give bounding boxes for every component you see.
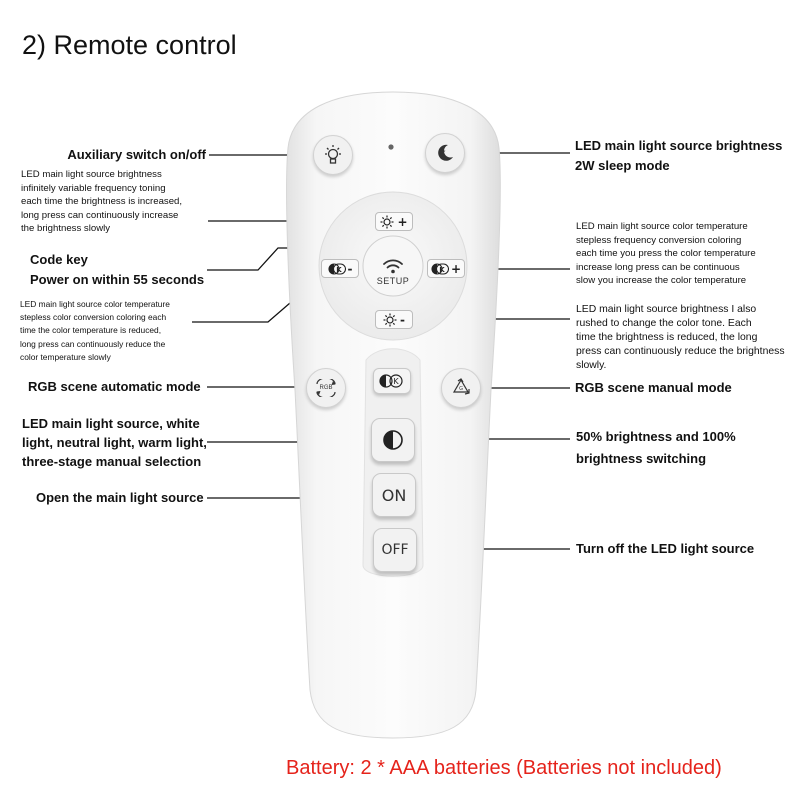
white-light-select-button[interactable]: K: [373, 368, 411, 394]
svg-text:K: K: [336, 266, 342, 274]
setup-label: SETUP: [376, 276, 410, 286]
label-half-full: 50% brightness and 100% brightness switc…: [576, 429, 736, 466]
battery-note: Battery: 2 * AAA batteries (Batteries no…: [286, 757, 722, 779]
minus-sign: -: [347, 261, 353, 276]
on-button[interactable]: ON: [372, 473, 416, 517]
on-label: ON: [381, 485, 407, 505]
half-full-brightness-button[interactable]: [371, 418, 415, 462]
label-rgb-manual: RGB scene manual mode: [575, 380, 732, 395]
label-open-main: Open the main light source: [36, 490, 204, 505]
brightness-down-button[interactable]: -: [375, 310, 413, 329]
minus-sign: -: [400, 312, 405, 327]
rgb-auto-button[interactable]: RGB: [306, 368, 346, 408]
label-brightness-down: LED main light source brightness I also …: [576, 304, 785, 371]
auxiliary-switch-button[interactable]: [313, 135, 353, 175]
brightness-up-button[interactable]: +: [375, 212, 413, 231]
svg-text:K: K: [393, 377, 399, 386]
label-sleep-mode: LED main light source brightness 2W slee…: [575, 138, 783, 173]
rgb-manual-button[interactable]: G: [441, 368, 481, 408]
setup-button[interactable]: SETUP: [367, 250, 419, 294]
color-temp-icon: K: [379, 374, 403, 388]
label-color-temp-down: LED main light source color temperature …: [20, 299, 170, 362]
sun-icon: [383, 313, 397, 326]
remote-body: [286, 91, 501, 739]
off-label: OFF: [381, 542, 409, 558]
half-circle-icon: [383, 430, 403, 450]
color-temp-icon: K: [327, 262, 346, 275]
plus-sign: +: [397, 214, 408, 229]
page-title: 2) Remote control: [22, 30, 237, 60]
label-rgb-auto: RGB scene automatic mode: [28, 379, 201, 394]
color-temp-down-button[interactable]: K -: [321, 259, 359, 278]
lamp-icon: [325, 145, 341, 164]
plus-sign: +: [450, 261, 462, 276]
remote-control: + SETUP K - K +: [283, 90, 504, 742]
label-turn-off: Turn off the LED light source: [576, 541, 755, 556]
sleep-mode-button[interactable]: [425, 133, 465, 173]
wifi-icon: [383, 259, 403, 274]
rgb-label: RGB: [319, 385, 333, 391]
label-color-temp-up: LED main light source color temperature …: [576, 221, 756, 287]
label-white-light-select: LED main light source, white light, neut…: [22, 416, 207, 469]
label-auxiliary-switch: Auxiliary switch on/off: [67, 147, 206, 162]
recycle-triangle-icon: G: [452, 378, 470, 395]
svg-text:K: K: [439, 266, 445, 274]
label-code-key: Code key Power on within 55 seconds: [30, 252, 205, 287]
label-brightness-up: LED main light source brightness infinit…: [21, 169, 183, 235]
color-temp-up-button[interactable]: K +: [427, 259, 465, 278]
color-temp-icon: K: [431, 262, 449, 275]
moon-star-icon: [438, 144, 453, 161]
off-button[interactable]: OFF: [373, 528, 417, 572]
sun-icon: [380, 215, 394, 228]
svg-text:G: G: [459, 386, 463, 392]
rgb-cycle-icon: [316, 379, 336, 397]
